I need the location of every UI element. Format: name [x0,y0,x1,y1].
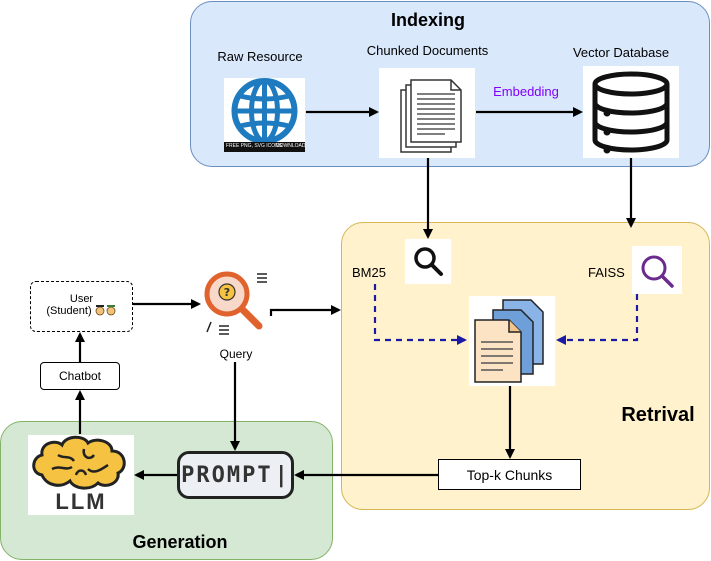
chunked-documents-label: Chunked Documents [366,43,489,58]
generation-title: Generation [132,532,228,552]
indexing-title: Indexing [390,10,465,30]
query-icon: ? [201,268,271,338]
bm25-label: BM25 [352,265,386,280]
svg-text:?: ? [224,286,230,299]
chatbot-label: Chatbot [58,369,102,383]
user-node: User (Student) [30,281,133,332]
embedding-label: Embedding [493,84,559,99]
document-stack-icon [379,68,475,158]
database-icon [583,66,679,158]
raw-resource-label: Raw Resource [217,49,303,64]
cursor-glyph: | [274,462,290,488]
llm-label: LLM [55,489,107,514]
faiss-label: FAISS [588,265,625,280]
prompt-label: PROMPT [181,462,273,488]
vector-database-label: Vector Database [572,45,670,60]
topk-chunks-box: Top-k Chunks [438,459,581,490]
faiss-search-icon [632,246,682,294]
globe-icon: FREE PNG, SVG ICONS DOWNLOAD [224,78,305,152]
raw-resource-caption-right: DOWNLOAD [276,143,306,149]
query-label: Query [219,347,253,361]
prompt-icon: PROMPT| [177,451,294,499]
retrieved-documents-icon [469,296,555,386]
search-icon [405,239,451,284]
raw-resource-caption-left: FREE PNG, SVG ICONS [226,143,283,149]
llm-brain-icon: LLM [28,435,134,515]
user-label: User [69,293,94,305]
dashed-faiss-to-docs [556,294,639,345]
topk-chunks-label: Top-k Chunks [466,466,553,483]
user-role-label: (Student) [46,305,92,317]
dashed-bm25-to-docs [373,284,467,345]
retrieval-title: Retrival [621,404,695,426]
arrow-query-to-retrieval [269,305,341,316]
chatbot-box: Chatbot [40,362,120,390]
student-icon [95,305,117,317]
